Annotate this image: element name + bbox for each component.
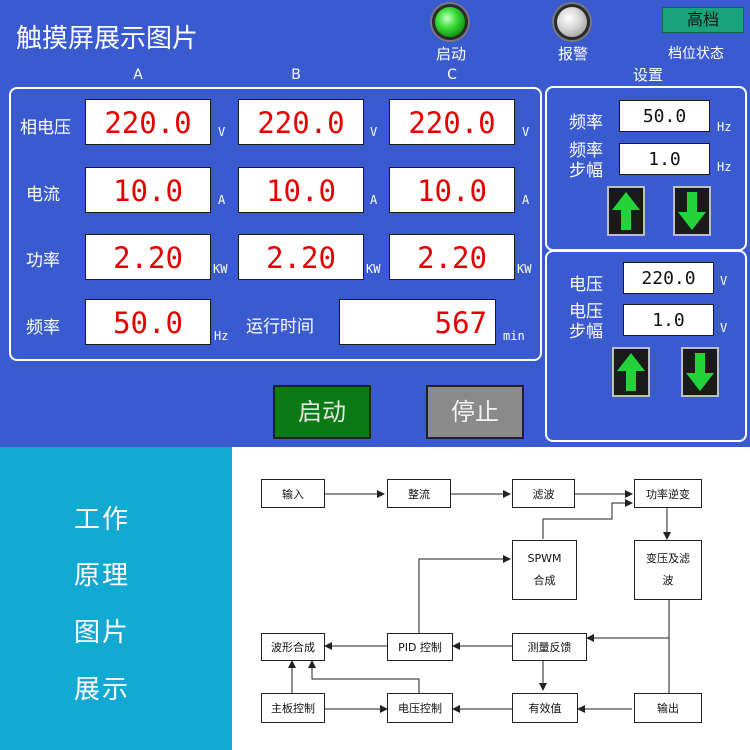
current-label: 电流	[26, 185, 60, 205]
phase-voltage-c-unit: V	[522, 125, 530, 139]
arrow-voltctrl-waveform	[308, 660, 420, 693]
start-indicator-lamp	[432, 4, 468, 40]
block-diagram: 输入 整流 滤波 功率逆变 SPWM 合成 变压及滤 波 波形合成 PID 控制…	[232, 447, 750, 750]
runtime-label: 运行时间	[246, 317, 314, 337]
voltage-step-label: 电压 步幅	[569, 302, 603, 342]
gear-status-display: 高档	[662, 7, 744, 33]
node-feedback: 测量反馈	[512, 633, 587, 661]
settings-label: 设置	[633, 66, 664, 84]
node-pid: PID 控制	[387, 633, 453, 661]
stop-button[interactable]: 停止	[426, 385, 524, 439]
node-transformer-line1: 变压及滤	[646, 552, 690, 565]
phase-voltage-a-display: 220.0	[85, 99, 211, 145]
phase-voltage-label: 相电压	[20, 118, 71, 138]
arrow-pid-spwm	[418, 555, 511, 633]
node-output: 输出	[634, 693, 702, 723]
side-caption-line-1: 工作	[74, 505, 131, 535]
power-c-unit: KW	[517, 262, 532, 276]
current-a-unit: A	[218, 193, 226, 207]
node-voltctrl: 电压控制	[387, 693, 453, 723]
current-c-display: 10.0	[389, 167, 515, 213]
node-waveform: 波形合成	[261, 633, 325, 661]
voltage-up-button[interactable]	[612, 347, 650, 397]
node-input: 输入	[261, 479, 325, 508]
column-header-b: B	[291, 67, 301, 83]
node-inverter: 功率逆变	[634, 479, 702, 508]
set-voltage-unit: V	[720, 274, 728, 288]
voltage-step-unit: V	[720, 321, 728, 335]
node-transformer: 变压及滤 波	[634, 540, 702, 600]
frequency-step-label-line1: 频率	[569, 141, 603, 161]
runtime-unit: min	[503, 329, 525, 343]
power-b-display: 2.20	[238, 234, 364, 280]
side-caption-line-4: 展示	[74, 675, 131, 705]
page-title: 触摸屏展示图片	[16, 24, 199, 54]
set-voltage-input[interactable]: 220.0	[623, 262, 714, 294]
frequency-step-label-line2: 步幅	[569, 161, 603, 181]
set-frequency-label: 频率	[569, 113, 603, 133]
node-rms: 有效值	[512, 693, 578, 723]
alarm-indicator-lamp	[554, 4, 590, 40]
voltage-step-label-line1: 电压	[569, 302, 603, 322]
node-spwm-line1: SPWM	[527, 552, 562, 565]
current-b-display: 10.0	[238, 167, 364, 213]
frequency-label: 频率	[26, 318, 60, 338]
frequency-step-input[interactable]: 1.0	[619, 143, 710, 175]
node-rectify: 整流	[387, 479, 451, 508]
power-c-display: 2.20	[389, 234, 515, 280]
current-a-display: 10.0	[85, 167, 211, 213]
power-label: 功率	[26, 251, 60, 271]
diagram-connectors	[288, 490, 673, 713]
runtime-display: 567	[339, 299, 496, 345]
gear-status-label: 档位状态	[668, 46, 724, 62]
hmi-panel: 触摸屏展示图片 启动 报警 高档 档位状态 设置 A B C 相电压 220.0…	[0, 0, 750, 447]
power-a-unit: KW	[213, 262, 228, 276]
side-caption-line-3: 图片	[74, 618, 131, 648]
phase-voltage-c-display: 220.0	[389, 99, 515, 145]
frequency-down-button[interactable]	[673, 186, 711, 236]
phase-voltage-a-unit: V	[218, 125, 226, 139]
arrow-up-icon	[617, 353, 645, 391]
arrow-up-icon	[612, 192, 640, 230]
current-c-unit: A	[522, 193, 530, 207]
frequency-step-unit: Hz	[717, 160, 732, 174]
set-frequency-input[interactable]: 50.0	[619, 100, 710, 132]
readings-frame	[9, 87, 542, 361]
frequency-display: 50.0	[85, 299, 211, 345]
arrow-down-icon	[686, 353, 714, 391]
voltage-step-label-line2: 步幅	[569, 322, 603, 342]
frequency-unit: Hz	[214, 329, 229, 343]
start-indicator-label: 启动	[436, 45, 467, 63]
node-spwm: SPWM 合成	[512, 540, 577, 600]
start-button[interactable]: 启动	[273, 385, 371, 439]
side-caption-line-2: 原理	[74, 561, 131, 591]
set-voltage-label: 电压	[569, 275, 603, 295]
column-header-c: C	[447, 67, 457, 83]
current-b-unit: A	[370, 193, 378, 207]
voltage-step-input[interactable]: 1.0	[623, 304, 714, 336]
arrow-down-icon	[678, 192, 706, 230]
voltage-down-button[interactable]	[681, 347, 719, 397]
voltage-settings-frame	[545, 250, 747, 442]
phase-voltage-b-display: 220.0	[238, 99, 364, 145]
side-caption-panel: 工作 原理 图片 展示	[0, 447, 232, 750]
arrow-spwm-inverter	[542, 499, 633, 539]
node-transformer-line2: 波	[662, 574, 674, 587]
node-filter: 滤波	[512, 479, 575, 508]
power-b-unit: KW	[366, 262, 381, 276]
power-a-display: 2.20	[85, 234, 211, 280]
alarm-indicator-label: 报警	[558, 45, 589, 63]
set-frequency-unit: Hz	[717, 120, 732, 134]
node-spwm-line2: 合成	[533, 574, 556, 587]
column-header-a: A	[133, 67, 143, 83]
node-mainboard: 主板控制	[261, 693, 325, 723]
phase-voltage-b-unit: V	[370, 125, 378, 139]
frequency-up-button[interactable]	[607, 186, 645, 236]
frequency-step-label: 频率 步幅	[569, 141, 603, 181]
